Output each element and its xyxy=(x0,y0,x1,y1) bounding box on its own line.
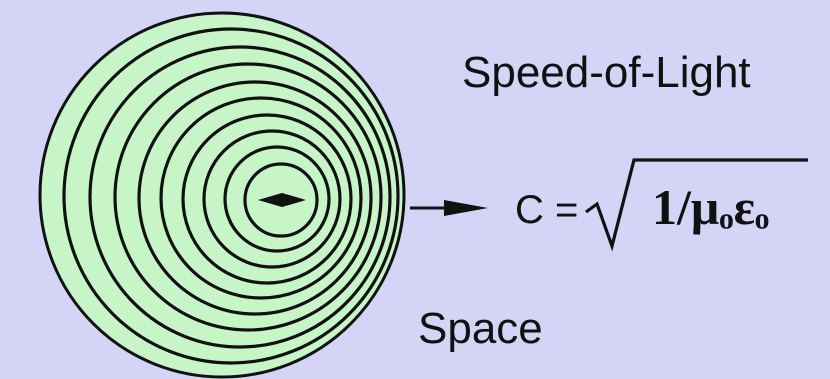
medium-label: Space xyxy=(418,304,543,354)
formula-lhs: C = xyxy=(515,188,578,233)
diagram-title: Speed-of-Light xyxy=(462,48,751,98)
formula-rhs: 1/μₒεₒ xyxy=(652,178,769,236)
propagation-arrow xyxy=(410,200,488,216)
